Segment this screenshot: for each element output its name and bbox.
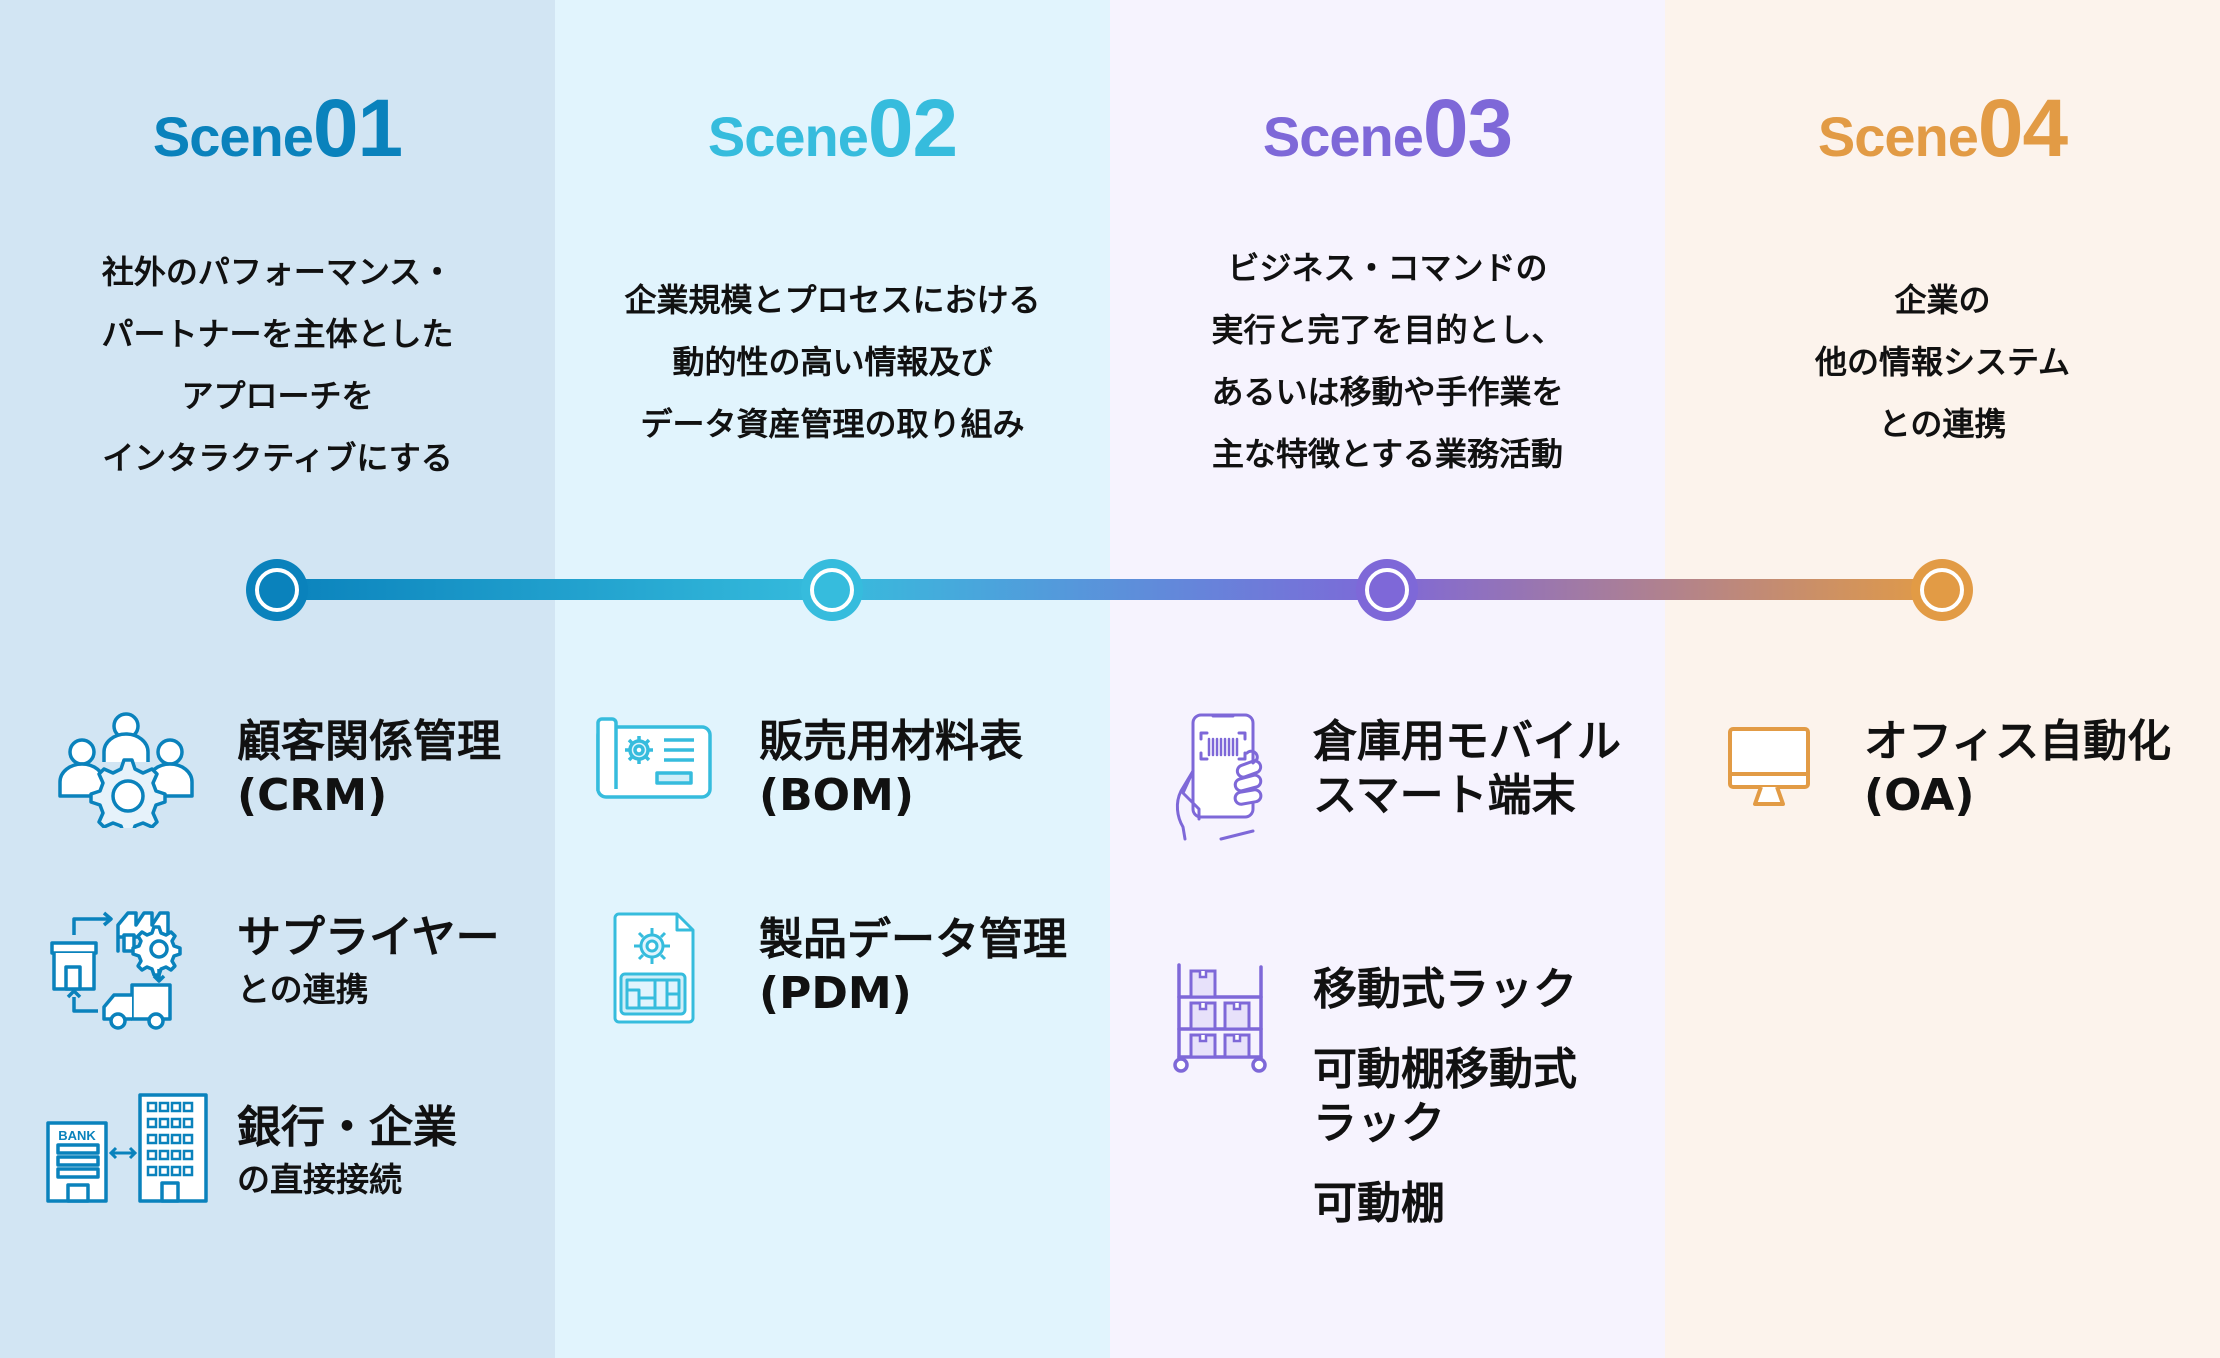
scene-02-description: 企業規模とプロセスにおける 動的性の高い情報及び データ資産管理の取り組み — [555, 269, 1110, 455]
item-subtitle: (OA) — [1864, 770, 1975, 821]
item-title: 可動棚 — [1313, 1178, 1445, 1229]
item-crm: 顧客関係管理 (CRM) — [237, 715, 501, 823]
item-title: オフィス自動化 — [1864, 716, 2172, 767]
scene-03-column — [1110, 0, 1665, 1358]
item-title: ラック — [1313, 1098, 1445, 1149]
timeline-dot-scene-03 — [1356, 559, 1418, 621]
scene-04-description: 企業の 他の情報システム との連携 — [1665, 269, 2220, 455]
description-line: 社外のパフォーマンス・ — [101, 253, 454, 291]
svg-text:BANK: BANK — [58, 1128, 96, 1143]
pdm-document-gear-icon — [613, 912, 695, 1024]
scene-01-title: Scene01 — [0, 88, 555, 170]
item-bom: 販売用材料表 (BOM) — [759, 715, 1023, 823]
mobile-rack-icon — [1173, 963, 1267, 1073]
bank-building-icon: BANK — [46, 1093, 208, 1203]
scene-number: 02 — [867, 83, 958, 174]
scene-number: 03 — [1422, 83, 1513, 174]
item-title: 銀行・企業 — [237, 1102, 457, 1153]
item-bank: 銀行・企業 の直接接続 — [237, 1101, 457, 1205]
timeline-dot-scene-01 — [246, 559, 308, 621]
timeline-dot-scene-04 — [1911, 559, 1973, 621]
item-title: 製品データ管理 — [759, 914, 1067, 965]
description-line: 実行と完了を目的とし、 — [1211, 311, 1564, 349]
description-line: 他の情報システム — [1814, 343, 2071, 381]
description-line: パートナーを主体とした — [101, 315, 454, 353]
item-title: 販売用材料表 — [759, 716, 1023, 767]
scene-01-description: 社外のパフォーマンス・ パートナーを主体とした アプローチを インタラクティブに… — [0, 241, 555, 489]
scene-word: Scene — [707, 105, 869, 168]
scene-number: 04 — [1977, 83, 2068, 174]
description-line: インタラクティブにする — [102, 439, 453, 477]
scene-04-column — [1665, 0, 2220, 1358]
description-line: アプローチを — [181, 377, 374, 415]
description-line: データ資産管理の取り組み — [640, 405, 1025, 443]
scene-02-column — [555, 0, 1110, 1358]
item-subtitle: (PDM) — [759, 968, 912, 1019]
description-line: 企業規模とプロセスにおける — [624, 281, 1041, 319]
description-line: 動的性の高い情報及び — [672, 343, 993, 381]
description-line: 主な特徴とする業務活動 — [1211, 435, 1564, 473]
crm-people-gear-icon — [58, 712, 194, 828]
item-title: 可動棚移動式 — [1313, 1044, 1577, 1095]
item-mobile-rack: 移動式ラック 可動棚移動式 ラック 可動棚 — [1313, 963, 1577, 1231]
item-supplier: サプライヤー との連携 — [237, 911, 500, 1015]
item-subtitle: との連携 — [237, 970, 369, 1009]
item-subtitle: (CRM) — [237, 770, 388, 821]
item-title: サプライヤー — [237, 912, 500, 963]
scene-03-title: Scene03 — [1110, 88, 1665, 170]
item-subtitle: スマート端末 — [1313, 770, 1576, 821]
bom-blueprint-icon — [596, 717, 712, 799]
scene-word: Scene — [1262, 105, 1424, 168]
timeline-dot-scene-02 — [801, 559, 863, 621]
scene-word: Scene — [1817, 105, 1979, 168]
description-line: あるいは移動や手作業を — [1211, 373, 1564, 411]
scene-02-title: Scene02 — [555, 88, 1110, 170]
item-title: 顧客関係管理 — [237, 716, 501, 767]
item-office-automation: オフィス自動化 (OA) — [1864, 715, 2171, 823]
monitor-icon — [1728, 727, 1810, 806]
description-line: との連携 — [1878, 405, 2007, 443]
item-subtitle: (BOM) — [759, 770, 914, 821]
item-pdm: 製品データ管理 (PDM) — [759, 913, 1067, 1021]
scene-04-title: Scene04 — [1665, 88, 2220, 170]
item-title: 移動式ラック — [1313, 964, 1577, 1015]
item-subtitle: の直接接続 — [237, 1160, 402, 1199]
description-line: 企業の — [1894, 281, 1991, 319]
item-warehouse-mobile: 倉庫用モバイル スマート端末 — [1313, 715, 1621, 823]
description-line: ビジネス・コマンドの — [1227, 249, 1548, 287]
supplier-factory-truck-icon — [50, 911, 182, 1030]
timeline-bar — [277, 579, 1942, 600]
scene-word: Scene — [152, 105, 314, 168]
scene-number: 01 — [312, 83, 403, 174]
item-title: 倉庫用モバイル — [1313, 716, 1621, 767]
mobile-barcode-scanner-icon — [1175, 713, 1263, 841]
scene-03-description: ビジネス・コマンドの 実行と完了を目的とし、 あるいは移動や手作業を 主な特徴と… — [1110, 237, 1665, 485]
